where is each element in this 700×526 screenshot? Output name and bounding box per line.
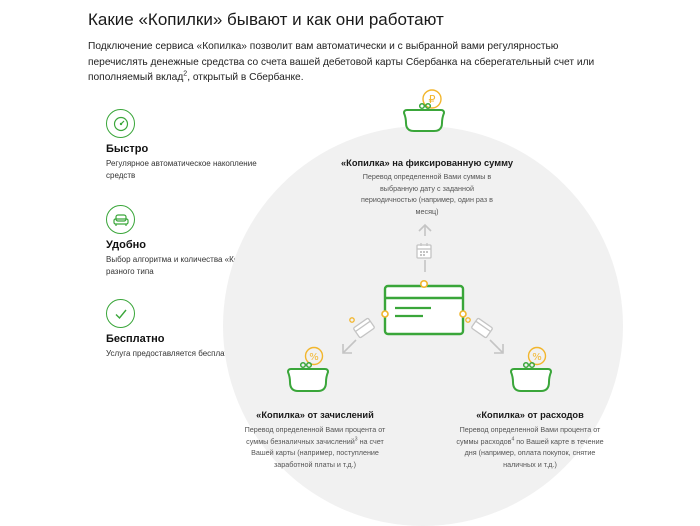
wallet-icon: %	[286, 346, 330, 392]
feature-text: Регулярное автоматическое накопление сре…	[106, 159, 257, 180]
feature-convenient: Удобно Выбор алгоритма и количества «Коп…	[106, 205, 276, 278]
feature-text: Услуга предоставляется бесплатно.	[106, 349, 240, 358]
bank-card-icon	[381, 279, 467, 336]
arrow-right-down-icon	[465, 317, 504, 354]
calendar-icon	[416, 243, 432, 259]
speedometer-icon	[106, 109, 135, 138]
percent-badge: %	[532, 352, 542, 363]
page-title: Какие «Копилки» бывают и как они работаю…	[88, 10, 444, 29]
wallet-icon: %	[509, 346, 553, 392]
arrow-left-down-icon	[342, 317, 375, 354]
scheme-expense-title: «Копилка» от расходов	[476, 410, 584, 420]
checkmark-icon	[106, 299, 135, 328]
feature-title: Быстро	[106, 143, 149, 155]
intro-text: Подключение сервиса «Копилка» позволит в…	[88, 41, 595, 83]
feature-free: Бесплатно Услуга предоставляется бесплат…	[106, 299, 276, 360]
ruble-badge: ₽	[429, 93, 436, 106]
feature-title: Бесплатно	[106, 333, 165, 345]
scheme-fixed-title: «Копилка» на фиксированную сумму	[340, 158, 514, 168]
scheme-income-text: Перевод определенной Вами процента от су…	[244, 425, 386, 469]
feature-fast: Быстро Регулярное автоматическое накопле…	[106, 109, 276, 182]
armchair-icon	[106, 205, 135, 234]
arrow-up-icon	[418, 223, 432, 272]
scheme-expense-text: Перевод определенной Вами процента от су…	[456, 425, 604, 469]
percent-badge: %	[309, 352, 319, 363]
feature-text: Выбор алгоритма и количества «Копилок» р…	[106, 255, 265, 276]
scheme-fixed-text: Перевод определенной Вами суммы в выбран…	[361, 172, 493, 216]
scheme-income-title: «Копилка» от зачислений	[256, 410, 374, 420]
wallet-icon: ₽	[402, 89, 446, 132]
feature-title: Удобно	[106, 239, 147, 251]
